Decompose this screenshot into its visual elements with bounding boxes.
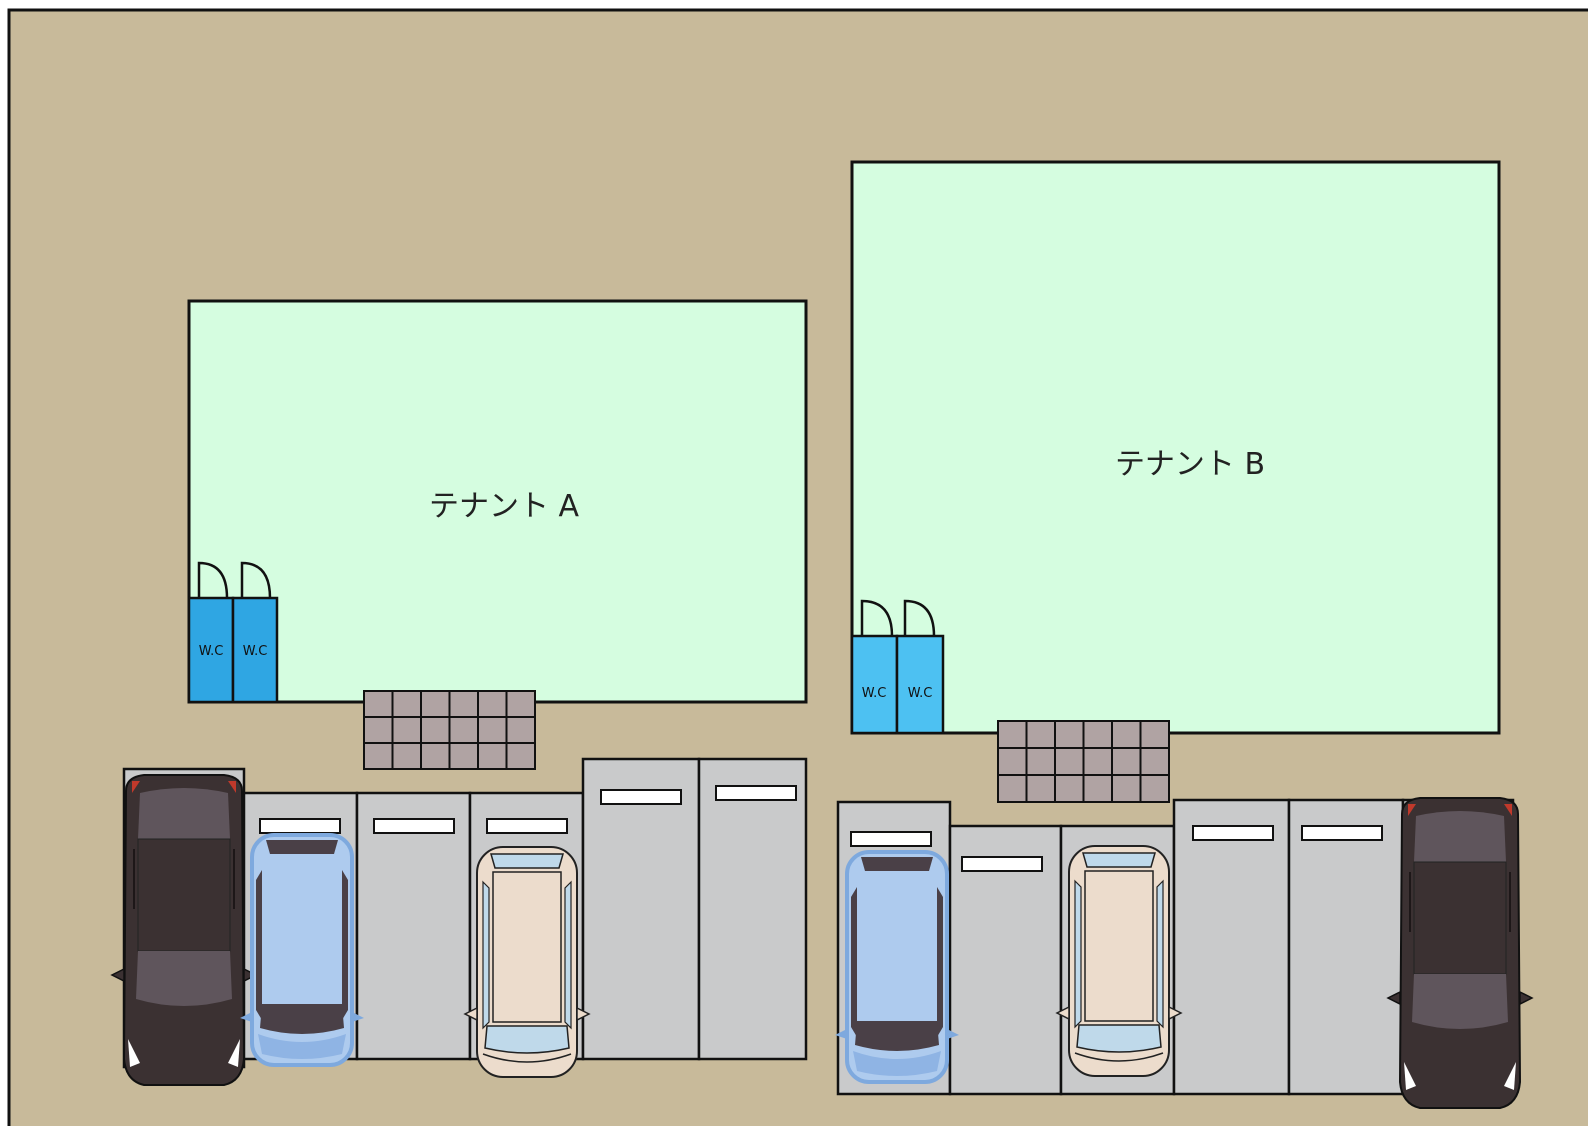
step-tile <box>420 742 451 770</box>
step-tile <box>448 690 479 718</box>
parking-bay <box>1287 798 1405 1096</box>
tenant-b-restrooms: W.C W.C <box>850 599 945 735</box>
step-tile <box>363 690 394 718</box>
wheel-stop <box>1301 825 1383 841</box>
step-tile <box>1082 747 1113 776</box>
wheel-stop <box>961 856 1043 872</box>
step-tile <box>1139 747 1170 776</box>
wc-b1 <box>850 634 899 735</box>
step-tile <box>363 716 394 744</box>
step-tile <box>1111 774 1142 803</box>
wc-b1-label: W.C <box>862 686 887 701</box>
wheel-stop <box>259 818 341 834</box>
tenant-a-floor <box>187 299 808 704</box>
step-tile <box>420 690 451 718</box>
wc-b2 <box>895 634 945 735</box>
step-tile <box>997 720 1028 749</box>
step-tile <box>1139 720 1170 749</box>
entrance-steps-a <box>363 690 536 770</box>
tenant-a: テナント A W.C W.C <box>187 299 808 704</box>
parking-bay <box>697 757 808 1061</box>
wheel-stop <box>600 789 682 805</box>
car-blue-minivan <box>833 850 961 1084</box>
step-tile <box>1111 747 1142 776</box>
step-tile <box>420 716 451 744</box>
step-tile <box>391 742 422 770</box>
step-tile <box>1025 747 1056 776</box>
wheel-stop <box>715 785 797 801</box>
tenant-b-floor <box>850 160 1501 735</box>
step-tile <box>1139 774 1170 803</box>
wheel-stop <box>1192 825 1274 841</box>
car-dark-suv <box>1387 797 1533 1109</box>
wc-b1-door-icon <box>860 599 894 637</box>
wc-a2-door-icon <box>240 561 272 599</box>
car-blue-minivan <box>238 833 366 1067</box>
wc-b2-label: W.C <box>908 686 933 701</box>
parking-bay <box>581 757 701 1061</box>
wc-a1 <box>187 596 235 704</box>
tenant-a-restrooms: W.C W.C <box>187 561 279 704</box>
entrance-steps-b <box>997 720 1170 803</box>
step-tile <box>448 742 479 770</box>
step-tile <box>448 716 479 744</box>
step-tile <box>997 774 1028 803</box>
step-tile <box>391 690 422 718</box>
parking-bay <box>1172 798 1291 1096</box>
step-tile <box>1111 720 1142 749</box>
wheel-stop <box>373 818 455 834</box>
wc-a1-label: W.C <box>199 644 224 659</box>
car-beige-minivan <box>464 846 590 1078</box>
step-tile <box>1054 720 1085 749</box>
step-tile <box>1082 720 1113 749</box>
step-tile <box>1054 774 1085 803</box>
step-tile <box>505 690 536 718</box>
step-tile <box>477 742 508 770</box>
step-tile <box>391 716 422 744</box>
step-tile <box>1025 774 1056 803</box>
wc-a2-label: W.C <box>243 644 268 659</box>
tenant-b-label: テナント B <box>1115 447 1265 482</box>
step-tile <box>1054 747 1085 776</box>
car-dark-suv <box>111 774 257 1086</box>
step-tile <box>505 716 536 744</box>
step-tile <box>997 747 1028 776</box>
wc-a1-door-icon <box>197 561 229 599</box>
tenant-a-label: テナント A <box>429 489 580 524</box>
step-tile <box>1025 720 1056 749</box>
parking-bay <box>355 791 472 1061</box>
wheel-stop <box>486 818 568 834</box>
step-tile <box>477 690 508 718</box>
step-tile <box>363 742 394 770</box>
wheel-stop <box>850 831 932 847</box>
wc-a2 <box>231 596 279 704</box>
step-tile <box>477 716 508 744</box>
car-beige-minivan <box>1056 845 1182 1077</box>
step-tile <box>1082 774 1113 803</box>
step-tile <box>505 742 536 770</box>
tenant-b: テナント B W.C W.C <box>850 160 1501 735</box>
wc-b2-door-icon <box>903 599 936 637</box>
